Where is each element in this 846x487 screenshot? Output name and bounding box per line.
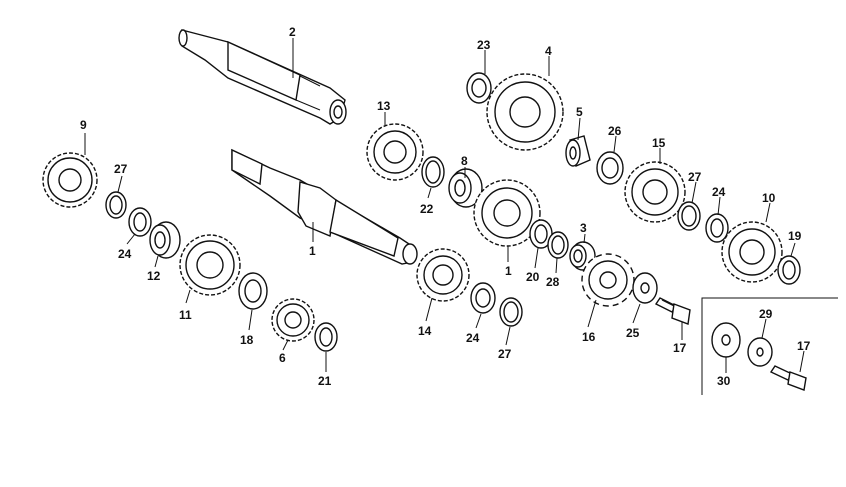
part-5-bushing <box>565 135 591 167</box>
callout-27-middle: 27 <box>498 347 512 361</box>
part-28-snap-ring <box>547 231 569 259</box>
callout-16: 16 <box>582 330 596 344</box>
callout-28: 28 <box>546 275 560 289</box>
callout-11: 11 <box>179 308 192 322</box>
part-6-gear <box>271 298 315 342</box>
callout-22: 22 <box>420 202 434 216</box>
callout-labels: 2 23 4 13 5 26 15 8 27 24 10 22 19 9 27 … <box>80 25 811 388</box>
inset-box <box>701 297 838 395</box>
part-18-washer <box>238 272 268 310</box>
part-24-lock-washer-right <box>705 213 729 243</box>
callout-6: 6 <box>279 351 286 365</box>
part-11-gear <box>179 234 241 296</box>
part-27-snap-ring-right <box>677 201 701 231</box>
callout-14: 14 <box>418 324 432 338</box>
callout-27-right: 27 <box>688 170 702 184</box>
part-2-countershaft <box>178 29 347 125</box>
callout-2: 2 <box>289 25 296 39</box>
callout-24-middle: 24 <box>466 331 480 345</box>
part-8-bearing <box>448 168 483 208</box>
part-16-sprocket <box>581 253 635 307</box>
part-15-gear <box>624 161 686 223</box>
part-25-washer <box>632 272 658 304</box>
part-14-gear <box>416 248 470 302</box>
callout-24-left: 24 <box>118 247 132 261</box>
callout-27-left: 27 <box>114 162 128 176</box>
part-22-snap-ring <box>421 156 445 188</box>
leader-lines <box>84 38 805 373</box>
callout-5: 5 <box>576 105 583 119</box>
callout-3: 3 <box>580 221 587 235</box>
callout-24-right: 24 <box>712 185 726 199</box>
part-23-washer <box>466 72 492 104</box>
part-24-lock-washer-left <box>128 207 152 237</box>
part-26-washer <box>596 151 624 185</box>
callout-19: 19 <box>788 229 802 243</box>
callout-18: 18 <box>240 333 254 347</box>
callout-17-main: 17 <box>673 341 687 355</box>
callout-10: 10 <box>762 191 776 205</box>
callout-25: 25 <box>626 326 640 340</box>
part-1-mainshaft <box>231 148 418 265</box>
callout-15: 15 <box>652 136 666 150</box>
part-30-washer <box>711 322 741 358</box>
callout-30: 30 <box>717 374 731 388</box>
part-9-gear <box>42 152 98 208</box>
part-24-lock-washer-middle <box>470 282 496 314</box>
part-17-bolt-inset <box>769 365 807 391</box>
callout-1-shaft: 1 <box>309 244 316 258</box>
callout-8: 8 <box>461 154 468 168</box>
part-27-snap-ring-middle <box>499 297 523 327</box>
part-3-bushing <box>569 241 596 271</box>
part-13-gear <box>366 123 424 181</box>
part-21-washer <box>314 322 338 352</box>
part-27-snap-ring-left <box>105 191 127 219</box>
callout-12: 12 <box>147 269 161 283</box>
callout-23: 23 <box>477 38 491 52</box>
callout-1-gear: 1 <box>505 264 512 278</box>
part-12-bushing <box>149 221 181 259</box>
part-19-washer <box>777 255 801 285</box>
part-17-bolt <box>654 297 691 325</box>
callout-13: 13 <box>377 99 391 113</box>
part-20-washer <box>529 219 553 249</box>
callout-17-inset: 17 <box>797 339 811 353</box>
part-1-shaft-gear <box>473 179 541 247</box>
callout-21: 21 <box>318 374 332 388</box>
callout-9: 9 <box>80 118 87 132</box>
part-10-gear <box>721 221 783 283</box>
part-29-washer <box>747 337 773 367</box>
callout-29: 29 <box>759 307 773 321</box>
callout-26: 26 <box>608 124 622 138</box>
callout-20: 20 <box>526 270 540 284</box>
callout-4: 4 <box>545 44 552 58</box>
part-4-gear <box>486 73 564 151</box>
